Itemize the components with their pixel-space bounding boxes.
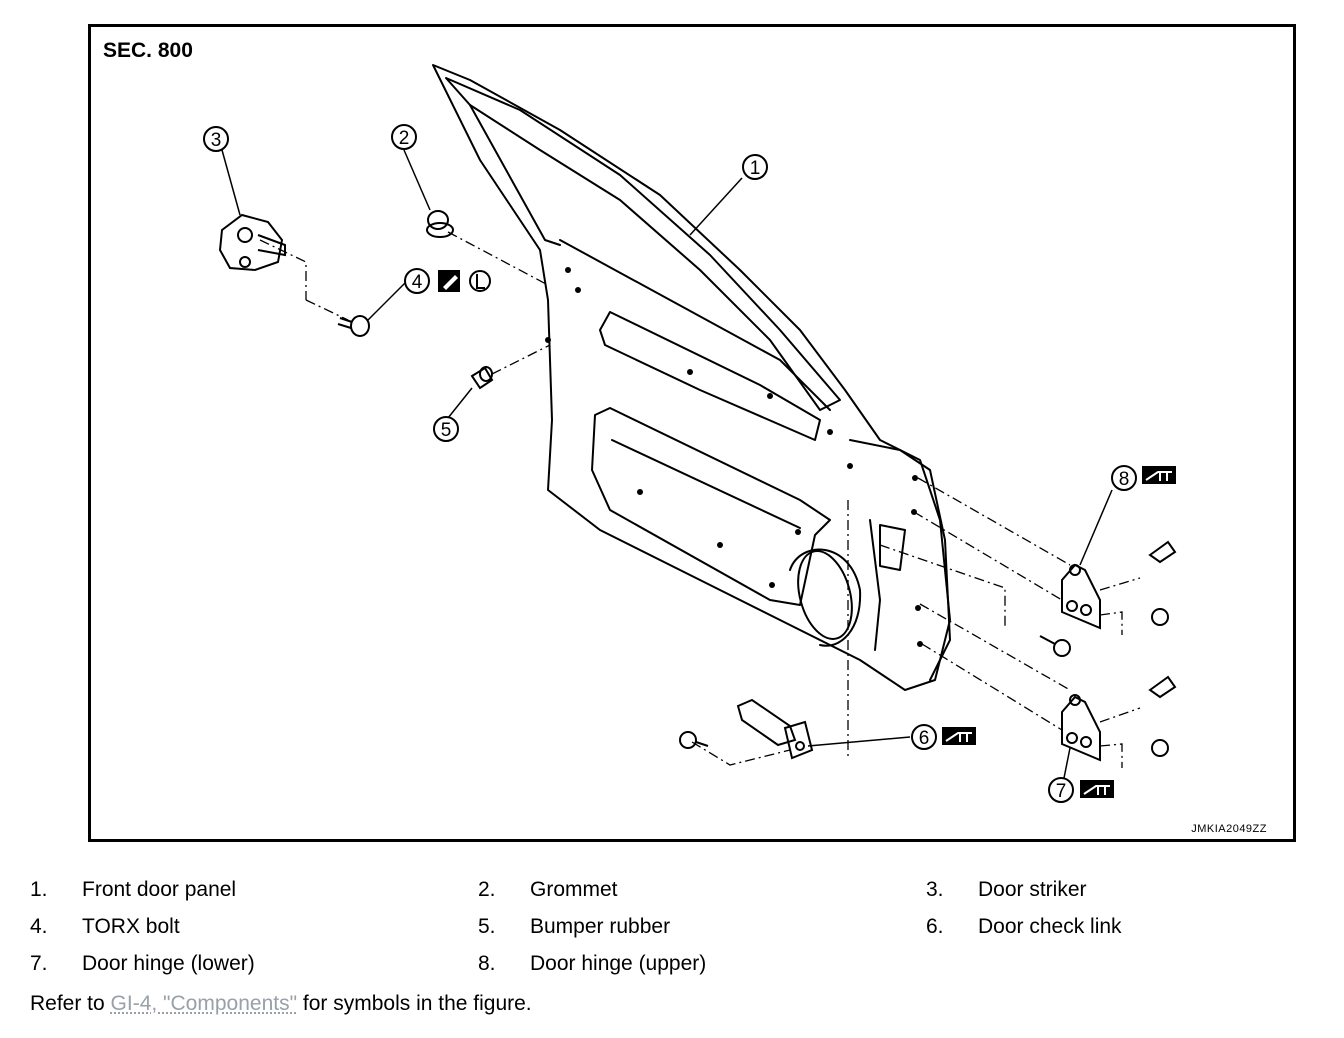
locking-sealant-symbol-icon (469, 270, 491, 292)
callout-4: 4 (412, 272, 423, 293)
legend-num: 2. (478, 878, 496, 901)
callout-3: 3 (211, 130, 222, 151)
figure-id: JMKIA2049ZZ (1191, 823, 1267, 835)
exploded-door-diagram: 3 2 1 4 5 6 7 8 (203, 64, 1177, 803)
legend-label: TORX bolt (82, 915, 180, 938)
legend-num: 4. (30, 915, 48, 938)
legend-label: Door check link (978, 915, 1122, 938)
door-striker (218, 213, 286, 272)
callout-5: 5 (441, 420, 452, 441)
figure-frame: SEC. 800 JMKIA2049ZZ (88, 24, 1296, 842)
door-hinge-upper (1039, 540, 1177, 657)
legend-label: Front door panel (82, 878, 237, 901)
legend-num: 8. (478, 952, 496, 975)
bumper-rubber (470, 366, 494, 390)
legend-label: Door hinge (upper) (530, 952, 707, 975)
legend-num: 7. (30, 952, 48, 975)
legend-num: 3. (926, 878, 944, 901)
door-check-link (679, 698, 814, 760)
upper-cutout (599, 311, 821, 441)
lower-cutout (591, 407, 831, 606)
refer-prefix: Refer to (30, 992, 111, 1015)
door-hinge-lower (1061, 675, 1177, 762)
legend-label: Door hinge (lower) (82, 952, 255, 975)
legend-label: Bumper rubber (530, 915, 671, 938)
section-label: SEC. 800 (103, 39, 193, 62)
torx-bolt (337, 315, 370, 337)
callout-2: 2 (399, 128, 410, 149)
legend-num: 5. (478, 915, 496, 938)
refer-suffix: for symbols in the figure. (297, 992, 532, 1015)
door-panel-outline (432, 64, 951, 691)
torque-symbol-icon (942, 466, 1176, 798)
callout-1: 1 (750, 158, 761, 179)
callout-8: 8 (1119, 469, 1130, 490)
callout-6: 6 (919, 728, 930, 749)
legend-label: Door striker (978, 878, 1087, 901)
grommet (426, 210, 454, 238)
legend-num: 6. (926, 915, 944, 938)
refer-note: Refer to GI-4, "Components" for symbols … (30, 992, 532, 1016)
legend-num: 1. (30, 878, 48, 901)
legend-label: Grommet (530, 878, 618, 901)
speaker-hole (797, 550, 853, 640)
callout-7: 7 (1056, 781, 1067, 802)
window-frame (445, 77, 841, 411)
sealant-symbol-icon (438, 270, 460, 292)
components-link[interactable]: GI-4, "Components" (110, 992, 298, 1015)
